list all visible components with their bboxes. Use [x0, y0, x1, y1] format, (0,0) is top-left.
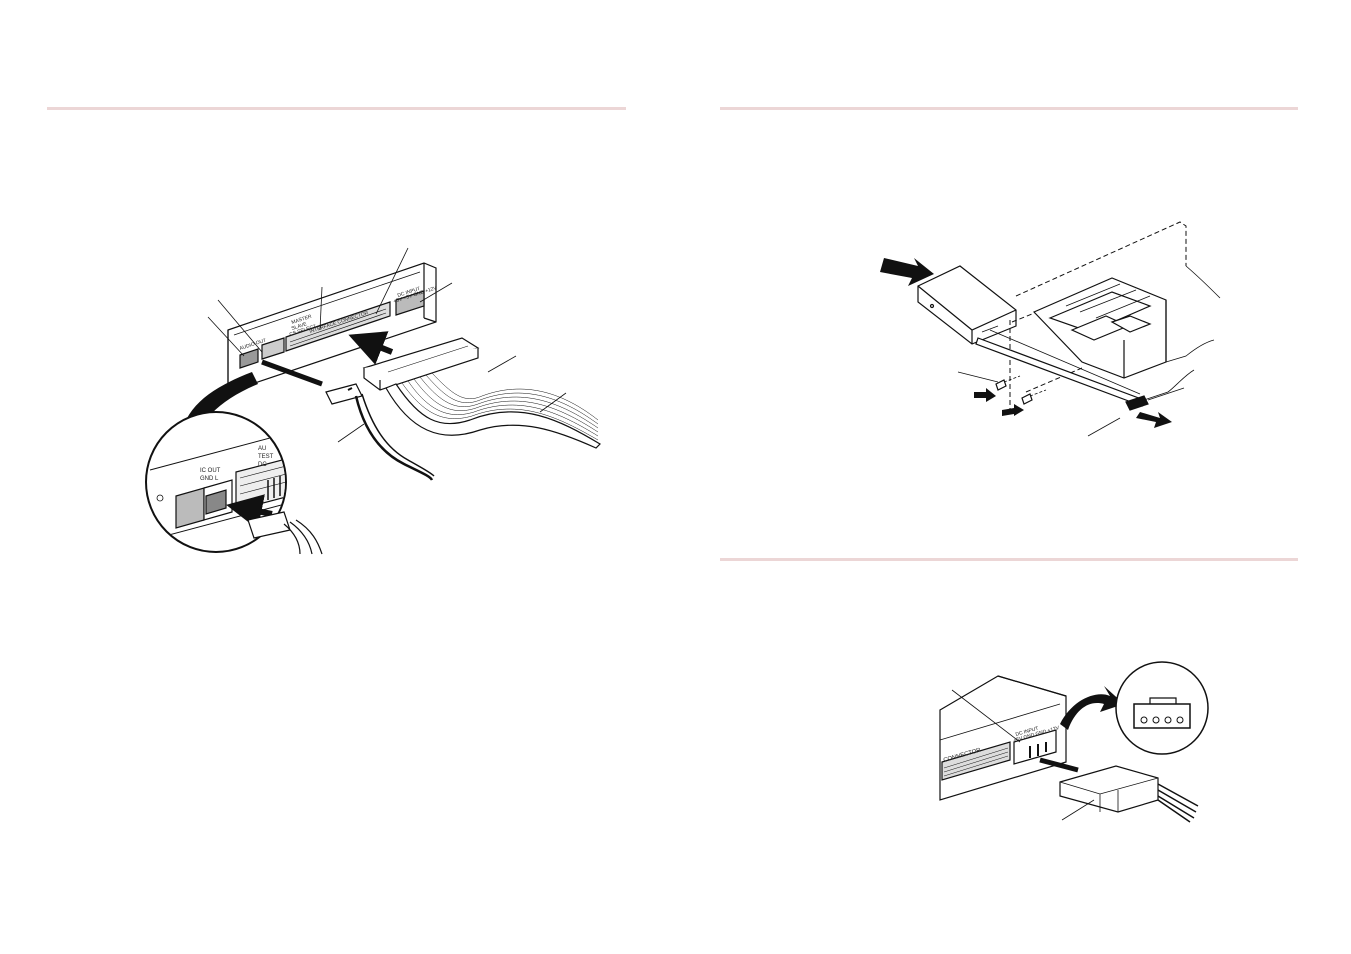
section-rule-left: [47, 107, 626, 110]
leader-line: [539, 392, 567, 413]
leader-line: [217, 299, 263, 353]
screw-arrow-left: [974, 388, 996, 402]
chassis-panel: [1015, 221, 1187, 297]
inset-audio-label: AU: [258, 446, 266, 452]
audio-insert-arrow: [261, 359, 323, 387]
section-rule-right-top: [720, 107, 1298, 110]
entry-arrow: [880, 258, 934, 286]
leader-line: [1147, 387, 1185, 401]
leader-line: [1087, 417, 1121, 437]
ribbon-cable: [385, 383, 601, 449]
leader-line: [1061, 799, 1095, 821]
audio-out-connector: [239, 348, 259, 369]
screw-left: [995, 379, 1007, 391]
dc-power-connection-illustration: CONNECTOR DC INPUT +5V GND GND +12V: [939, 661, 1209, 823]
audio-cable: [354, 395, 434, 481]
screw-right: [1021, 393, 1033, 405]
inset-insert-arrow: [226, 494, 273, 530]
leader-line: [207, 316, 245, 357]
jumper-block: [261, 337, 285, 360]
leader-line: [957, 371, 999, 383]
inset-dc-label: DC: [258, 462, 267, 468]
leader-line: [375, 247, 409, 315]
interface-connector: [941, 741, 1011, 781]
dc-input-socket: [395, 290, 425, 316]
power-wires: [1157, 783, 1199, 823]
inset-test-label: TEST: [258, 454, 274, 460]
zoom-curved-arrow: [1060, 686, 1124, 730]
rail-end-clip: [1125, 395, 1149, 411]
drive-bay-installation-illustration: [880, 221, 1221, 437]
slave-label: SLAVE: [291, 321, 308, 332]
exit-arrow: [1136, 412, 1172, 428]
leader-line: [951, 689, 1021, 743]
insert-arrow: [348, 331, 394, 365]
leader-line: [487, 355, 517, 373]
leader-line: [319, 286, 323, 331]
power-insert-arrow: [1039, 757, 1079, 773]
dc-input-socket: [1013, 729, 1057, 765]
inset-detail-circle: IC OUT GND L AU TEST DC: [145, 411, 287, 553]
drive-unit: [917, 265, 1017, 345]
drive-rear-connection-illustration: INTERFACE CONNECTOR DC INPUT +5V +5V GND…: [145, 247, 601, 555]
screw-arrow-right: [1002, 404, 1024, 416]
inset-gnd-l-label: GND L: [200, 476, 219, 482]
inset-pin-detail: [1115, 661, 1209, 755]
power-plug: [1059, 765, 1159, 813]
inset-ic-out-label: IC OUT: [200, 468, 221, 474]
leader-line: [419, 282, 453, 303]
section-rule-right-bottom: [720, 558, 1298, 561]
leader-line: [337, 423, 365, 443]
